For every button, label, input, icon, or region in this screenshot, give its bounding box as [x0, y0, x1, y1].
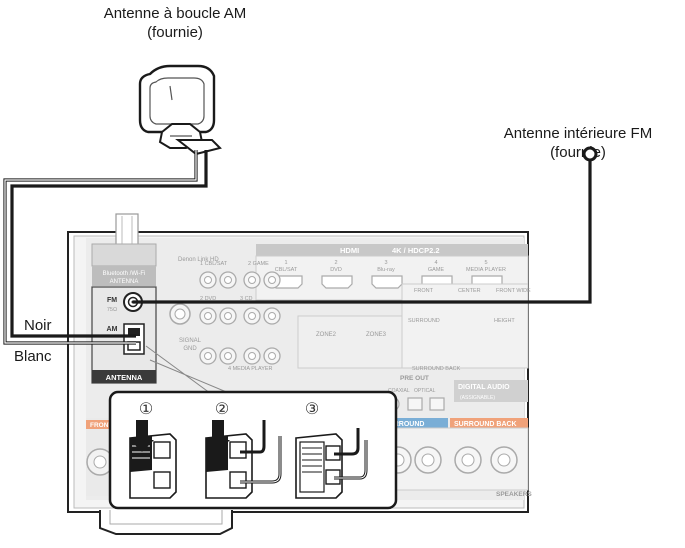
- preout-center-label: CENTER: [458, 288, 481, 294]
- hdmi-input-label: Blu-ray: [377, 267, 395, 273]
- hdmi-port: [321, 275, 353, 289]
- analog-input-3-label: 2 DVD: [200, 296, 216, 302]
- pre-out-label: PRE OUT: [400, 375, 429, 382]
- digital-audio-label: DIGITAL AUDIO: [458, 384, 510, 391]
- zone3-label: ZONE3: [366, 332, 387, 338]
- fm-ohm-label: 75Ω: [107, 307, 117, 313]
- bt-wifi-antenna-label-2: ANTENNA: [110, 279, 139, 285]
- preout-surround-label: SURROUND: [408, 318, 440, 324]
- speaker-surround-back-label: SURROUND BACK: [454, 421, 517, 428]
- hdmi-header: HDMI: [340, 246, 359, 255]
- optical-label: OPTICAL: [414, 388, 436, 394]
- am-loop-antenna: [138, 64, 222, 156]
- hdmi-4k-label: 4K / HDCP2.2: [392, 246, 440, 255]
- antenna-section-label: ANTENNA: [106, 373, 143, 382]
- hdmi-input-label: CBL/SAT: [275, 267, 298, 273]
- hdmi-input-number: 2: [334, 260, 337, 266]
- hdmi-input-number: 3: [384, 260, 387, 266]
- step-2-illustration: [205, 420, 282, 499]
- preout-surround-back-label: SURROUND BACK: [412, 366, 461, 372]
- fm-antenna-cable: [133, 160, 592, 304]
- analog-input-5-label: 4 MEDIA PLAYER: [228, 366, 273, 372]
- fm-indoor-antenna: [133, 146, 598, 304]
- am-antenna-cable-black: [10, 150, 208, 338]
- step-3-number: ③: [305, 401, 319, 418]
- am-connection-steps-callout: ① ② ③: [108, 390, 398, 510]
- speaker-surround-label: SURROUND: [384, 421, 424, 428]
- front-speaker-label: FRONT: [90, 422, 112, 429]
- fm-antenna-label: Antenne intérieure FM: [503, 125, 653, 142]
- am-antenna-label: Antenne à boucle AM: [103, 5, 247, 22]
- zone-preout-section: ZONE2 ZONE3 PRE OUT FRONT CENTER FRONT W…: [297, 283, 531, 382]
- digital-audio-sub-label: (ASSIGNABLE): [460, 395, 495, 401]
- hdmi-port: [371, 275, 403, 289]
- hdmi-input-label: DVD: [330, 267, 342, 273]
- analog-input-1-label: 1 CBL/SAT: [200, 261, 228, 267]
- preout-front-label: FRONT: [414, 288, 434, 294]
- preout-height-label: HEIGHT: [494, 318, 515, 324]
- speakers-label: SPEAKERS: [496, 491, 532, 498]
- bluetooth-wifi-antenna: Bluetooth /Wi-Fi ANTENNA: [91, 213, 157, 286]
- coaxial-label: COAXIAL: [388, 388, 410, 394]
- step-1-illustration: [129, 420, 177, 499]
- signal-gnd-label-2: GND: [183, 346, 197, 352]
- hdmi-input-label: GAME: [428, 267, 445, 273]
- analog-input-2-label: 2 GAME: [248, 261, 269, 267]
- bt-wifi-antenna-label-1: Bluetooth /Wi-Fi: [103, 271, 146, 277]
- step-3-illustration: [295, 428, 368, 499]
- am-antenna-callout: Antenne à boucle AM (fournie): [62, 4, 288, 42]
- hdmi-input-label: MEDIA PLAYER: [466, 267, 506, 273]
- am-terminal-label: AM: [107, 326, 118, 333]
- step-2-number: ②: [215, 401, 229, 418]
- hdmi-input-number: 1: [284, 260, 287, 266]
- callout-leader-lines: [145, 345, 237, 397]
- step-1-number: ①: [139, 401, 153, 418]
- preout-front-wide-label: FRONT WIDE: [496, 288, 531, 294]
- am-antenna-supplied-label: (fournie): [147, 24, 203, 41]
- wire-white-label: Blanc: [14, 348, 52, 365]
- denon-link-label: Denon Link HD: [178, 257, 219, 263]
- zone2-label: ZONE2: [316, 332, 337, 338]
- analog-input-4-label: 3 CD: [240, 296, 253, 302]
- hdmi-input-number: 4: [434, 260, 437, 266]
- signal-gnd-label-1: SIGNAL: [179, 338, 202, 344]
- fm-terminal-label: FM: [107, 297, 117, 304]
- hdmi-input-number: 5: [484, 260, 487, 266]
- wire-black-label: Noir: [24, 317, 52, 334]
